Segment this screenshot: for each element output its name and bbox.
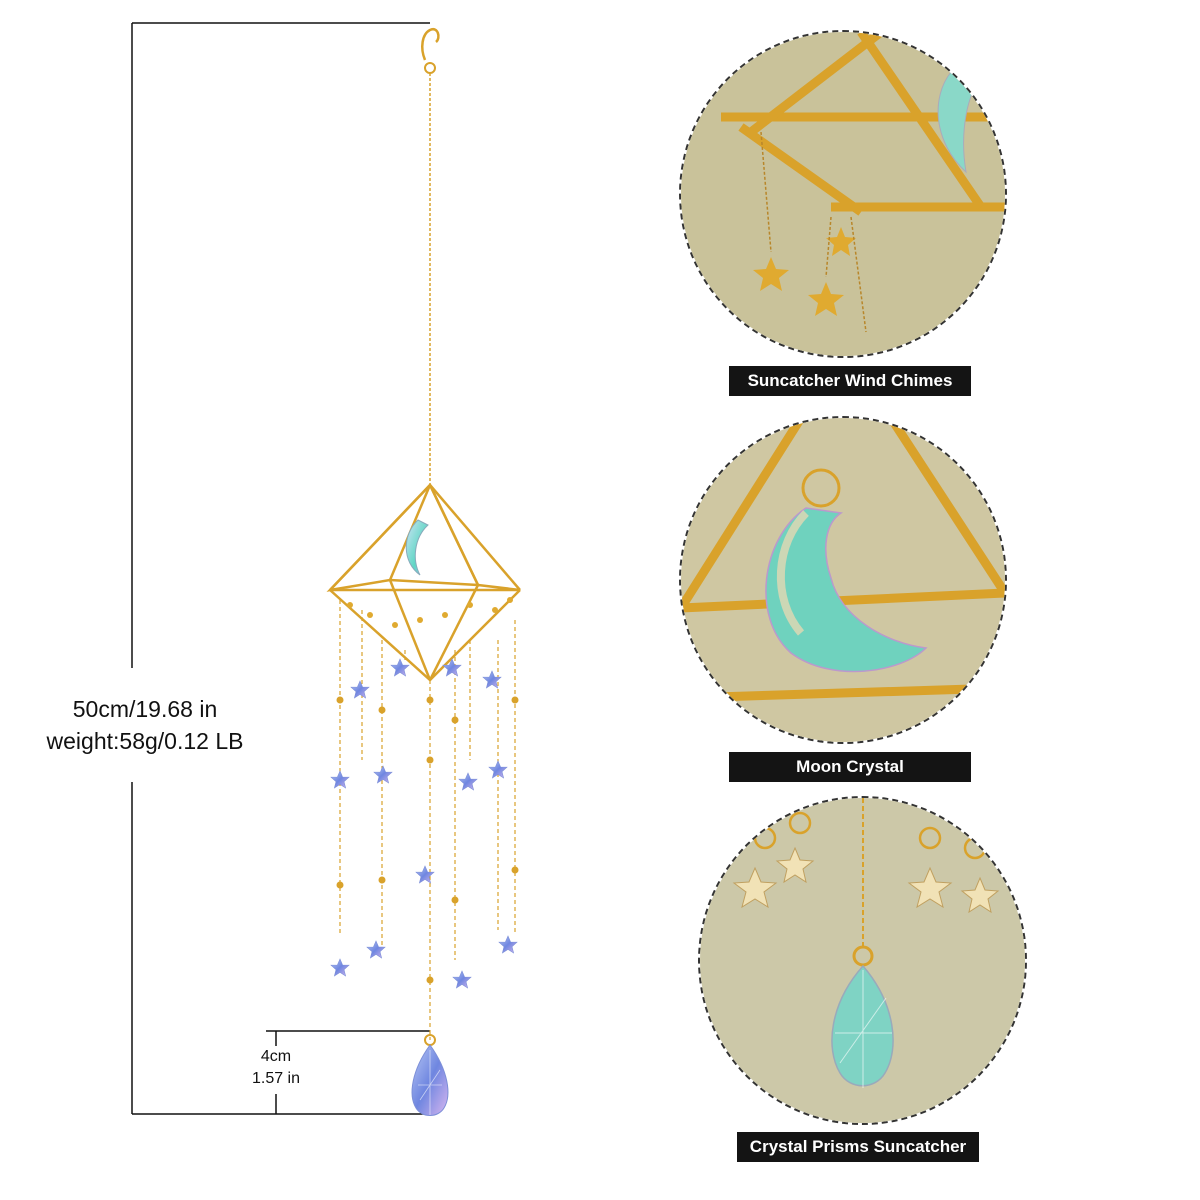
pendant-in-text: 1.57 in <box>251 1070 301 1087</box>
pendant-size-label: 4cm 1.57 in <box>232 1046 320 1090</box>
teardrop-prism-closeup-icon <box>700 798 1025 1123</box>
moon-crystal-closeup-icon <box>681 418 1005 742</box>
caption-wind-chimes: Suncatcher Wind Chimes <box>729 366 971 396</box>
caption-moon-crystal: Moon Crystal <box>729 752 971 782</box>
height-text: 50cm/19.68 in <box>72 696 218 722</box>
detail-circle-wind-chimes <box>679 30 1007 358</box>
detail-circle-crystal-prisms <box>698 796 1027 1125</box>
pendant-cm-text: 4cm <box>260 1048 292 1065</box>
suncatcher-product-image <box>326 27 521 1116</box>
detail-circle-moon-crystal <box>679 416 1007 744</box>
weight-text: weight:58g/0.12 LB <box>46 728 244 754</box>
caption-crystal-prisms: Crystal Prisms Suncatcher <box>737 1132 979 1162</box>
star-chain-closeup-icon <box>681 32 1005 356</box>
size-weight-label: 50cm/19.68 in weight:58g/0.12 LB <box>30 693 260 757</box>
